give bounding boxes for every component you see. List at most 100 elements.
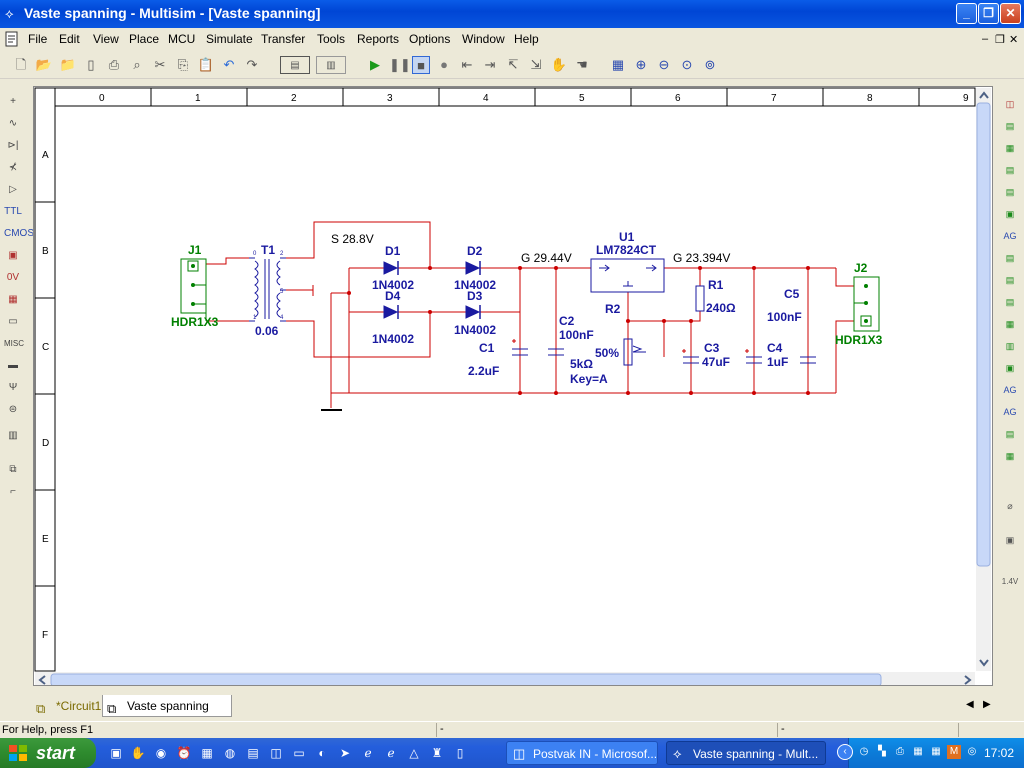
- tray-network-icon[interactable]: ▦: [913, 746, 923, 757]
- resistor-r1[interactable]: [695, 285, 705, 312]
- open-icon[interactable]: 📂: [35, 57, 53, 72]
- cmos-icon[interactable]: CMOS: [4, 228, 34, 239]
- quicklaunch-triangle-icon[interactable]: △: [409, 746, 419, 760]
- potentiometer-r2[interactable]: [623, 338, 646, 366]
- save-icon[interactable]: ▯: [87, 57, 95, 72]
- start-button[interactable]: start: [0, 738, 96, 768]
- electromechanical-icon[interactable]: ⊜: [8, 404, 18, 415]
- misc-digital-icon[interactable]: ▣: [8, 250, 18, 261]
- iv-analyzer-icon[interactable]: ▦: [1005, 319, 1015, 329]
- menu-tools[interactable]: Tools: [317, 32, 346, 46]
- connector-j1[interactable]: [180, 258, 207, 321]
- run-icon[interactable]: ▶: [370, 57, 380, 72]
- zoom-area-icon[interactable]: ⊙: [681, 57, 693, 72]
- power-icon[interactable]: ▭: [8, 316, 18, 327]
- scroll-down-icon[interactable]: [979, 659, 989, 667]
- quicklaunch-save-icon[interactable]: ▣: [110, 746, 122, 760]
- distortion-analyzer-icon[interactable]: ▥: [1005, 341, 1015, 351]
- current-probe-icon[interactable]: ▣: [1005, 535, 1015, 545]
- quicklaunch-clock-icon[interactable]: ⏰: [176, 746, 192, 760]
- diode-d2[interactable]: [465, 261, 481, 275]
- quicklaunch-globe-icon[interactable]: ◍: [224, 746, 236, 760]
- scroll-up-icon[interactable]: [979, 91, 989, 99]
- zoom-in-icon[interactable]: ⊕: [635, 57, 647, 72]
- diode-d3[interactable]: [465, 305, 481, 319]
- hierarchical-block-icon[interactable]: ⧉: [9, 464, 17, 475]
- task-multisim[interactable]: ⟡ Vaste spanning - Mult...: [666, 741, 826, 765]
- misc-icon[interactable]: MISC: [4, 339, 24, 348]
- undo-icon[interactable]: ↶: [223, 57, 235, 72]
- quicklaunch-firefox-icon[interactable]: ◐: [318, 746, 326, 760]
- stop-icon[interactable]: ■: [412, 56, 430, 74]
- pause-icon[interactable]: ❚❚: [389, 57, 411, 72]
- restore-button[interactable]: ❐: [978, 3, 999, 24]
- quicklaunch-paint-icon[interactable]: ▦: [201, 746, 213, 760]
- menu-file[interactable]: File: [28, 32, 48, 46]
- quicklaunch-doc-icon[interactable]: ▯: [456, 746, 464, 760]
- agilent-multimeter-icon[interactable]: AG: [1003, 407, 1017, 417]
- bus-icon[interactable]: ⌐: [10, 486, 16, 497]
- capacitor-c1[interactable]: [512, 339, 528, 356]
- menu-window[interactable]: Window: [462, 32, 505, 46]
- tray-shield-icon[interactable]: ◎: [967, 746, 977, 757]
- copy-icon[interactable]: ⎘: [177, 57, 189, 72]
- step-icon[interactable]: ⇤: [461, 57, 473, 72]
- capacitor-c3[interactable]: [682, 349, 699, 364]
- indicator-icon[interactable]: ▦: [8, 294, 18, 305]
- capacitor-c4[interactable]: [745, 349, 762, 364]
- quicklaunch-hand-icon[interactable]: ✋: [130, 746, 146, 760]
- rf-icon[interactable]: Ψ: [8, 382, 18, 393]
- run-to-cursor-icon[interactable]: ⇲: [530, 57, 542, 72]
- spectrum-analyzer-icon[interactable]: ▣: [1005, 363, 1015, 373]
- menu-options[interactable]: Options: [409, 32, 451, 46]
- oscilloscope-icon[interactable]: ▤: [1005, 165, 1015, 175]
- open-folder-icon[interactable]: 📁: [59, 57, 77, 72]
- vertical-scrollbar-thumb[interactable]: [976, 102, 991, 567]
- logic-converter-icon[interactable]: ▤: [1005, 297, 1015, 307]
- tray-clock-icon[interactable]: ◷: [859, 746, 869, 757]
- horizontal-scrollbar-thumb[interactable]: [50, 673, 882, 687]
- regulator-u1[interactable]: [590, 258, 665, 293]
- mdi-restore-icon[interactable]: ❐: [995, 34, 1005, 46]
- quicklaunch-folder-icon[interactable]: ▭: [293, 746, 305, 760]
- frequency-counter-icon[interactable]: AG: [1003, 231, 1017, 241]
- basic-icon[interactable]: ∿: [8, 118, 18, 129]
- record-icon[interactable]: ●: [440, 57, 448, 72]
- task-outlook[interactable]: ◫ Postvak IN - Microsof...: [506, 741, 658, 765]
- step-out-icon[interactable]: ↸: [507, 57, 519, 72]
- print-icon[interactable]: ⎙: [108, 57, 120, 72]
- menu-simulate[interactable]: Simulate: [206, 32, 253, 46]
- menu-place[interactable]: Place: [129, 32, 160, 46]
- print-preview-icon[interactable]: ⌕: [133, 57, 141, 72]
- quicklaunch-outlook-icon[interactable]: ◫: [270, 746, 282, 760]
- measurement-probe-icon[interactable]: ▦: [1005, 451, 1015, 461]
- transformer-t1[interactable]: [249, 257, 286, 322]
- tektronix-icon[interactable]: ▤: [1005, 429, 1015, 439]
- close-button[interactable]: ✕: [1000, 3, 1021, 24]
- quicklaunch-pin-icon[interactable]: ♜: [431, 746, 443, 760]
- menu-view[interactable]: View: [93, 32, 119, 46]
- minimize-button[interactable]: _: [956, 3, 977, 24]
- menu-reports[interactable]: Reports: [357, 32, 400, 46]
- logic-analyzer-icon[interactable]: ▤: [1005, 275, 1015, 285]
- ttl-icon[interactable]: TTL: [4, 206, 22, 217]
- voltage-probe-icon[interactable]: 1.4V: [1001, 577, 1019, 586]
- hand-icon[interactable]: ✋: [550, 57, 568, 72]
- tab-scroll-right-icon[interactable]: ▶: [983, 699, 991, 710]
- tray-expand-icon[interactable]: ‹: [837, 744, 853, 760]
- source-icon[interactable]: +: [10, 96, 16, 107]
- mdi-minimize-icon[interactable]: –: [982, 33, 989, 45]
- sheet-icon[interactable]: ▦: [611, 57, 625, 72]
- quicklaunch-media-icon[interactable]: ◉: [155, 746, 167, 760]
- quicklaunch-pointer-icon[interactable]: ➤: [339, 746, 351, 760]
- advanced-peripherals-icon[interactable]: ▬: [8, 360, 18, 371]
- four-channel-scope-icon[interactable]: ▤: [1005, 187, 1015, 197]
- tray-network2-icon[interactable]: ▦: [931, 746, 941, 757]
- new-icon[interactable]: 🗋: [15, 57, 27, 72]
- menu-edit[interactable]: Edit: [59, 32, 80, 46]
- scroll-left-icon[interactable]: [38, 675, 46, 685]
- word-generator-icon[interactable]: ▤: [1005, 253, 1015, 263]
- step-over-icon[interactable]: ⇥: [484, 57, 496, 72]
- tab-circuit1[interactable]: ⧉ *Circuit1: [32, 695, 102, 717]
- tray-printer-icon[interactable]: ⎙: [896, 746, 904, 757]
